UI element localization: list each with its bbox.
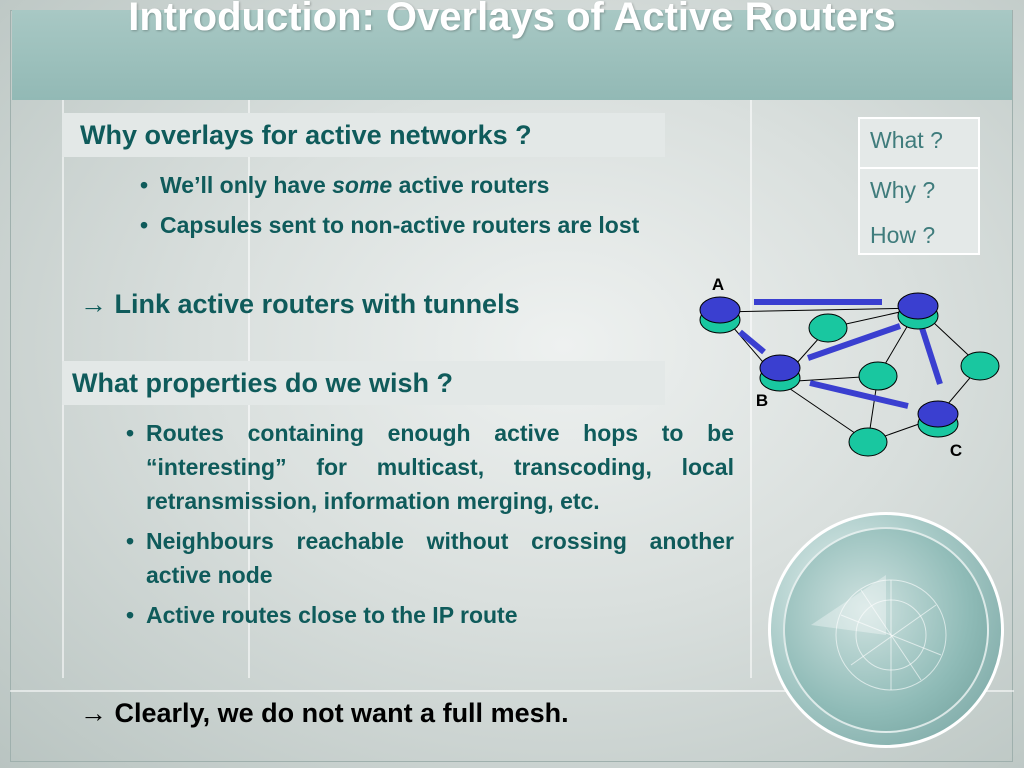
globe-highlight xyxy=(811,575,886,635)
inactive-node xyxy=(858,361,898,391)
section-heading-why-overlays: Why overlays for active networks ? xyxy=(62,113,665,157)
network-diagram: A B C xyxy=(699,275,1000,460)
node-label-c: C xyxy=(950,441,962,460)
node-label-b: B xyxy=(756,391,768,410)
question-what: What ? xyxy=(870,127,943,153)
decorative-line xyxy=(750,100,752,678)
active-nodes xyxy=(699,292,959,438)
inactive-node xyxy=(960,351,1000,381)
arrow-icon: → xyxy=(80,698,107,728)
globe-mesh xyxy=(835,579,947,691)
section-heading-properties: What properties do we wish ? xyxy=(62,361,665,405)
bullet-dot: • xyxy=(126,420,135,446)
bullet-some-active-routers: • We’ll only have some active routers xyxy=(132,168,744,202)
title-band xyxy=(12,10,1012,100)
conclusion-statement: → Clearly, we do not want a full mesh. xyxy=(80,698,569,728)
tunnel-b-top xyxy=(807,323,901,361)
arrow-icon: → xyxy=(80,289,107,319)
tunnels xyxy=(738,299,943,409)
emphasis-some: some xyxy=(332,172,393,198)
globe-mesh-icon xyxy=(811,575,947,691)
question-box: What ? Why ? How ? xyxy=(858,117,980,255)
bullet-dot: • xyxy=(126,602,135,628)
tunnel-top-c xyxy=(919,327,943,385)
inactive-node xyxy=(808,313,848,343)
inactive-node xyxy=(848,427,888,457)
question-how: How ? xyxy=(870,222,936,248)
link xyxy=(779,381,869,443)
globe-network-graphic xyxy=(768,512,1004,748)
active-node-b xyxy=(759,354,801,382)
bullet-routes-active-hops: • Routes containing enough active hops t… xyxy=(118,416,734,518)
bullet-dot: • xyxy=(126,528,135,554)
question-divider xyxy=(860,167,978,169)
bullet-neighbours-reachable: • Neighbours reachable without crossing … xyxy=(118,524,734,592)
active-node-a xyxy=(699,296,741,324)
bullet-capsules-lost: • Capsules sent to non-active routers ar… xyxy=(132,208,744,242)
question-why: Why ? xyxy=(870,177,936,203)
globe-inner xyxy=(783,527,989,733)
inactive-nodes xyxy=(808,313,1000,457)
bullet-routes-close-ip: • Active routes close to the IP route xyxy=(118,598,734,632)
why-overlays-bullets: • We’ll only have some active routers • … xyxy=(132,168,744,242)
tunnel-a-b xyxy=(738,329,766,355)
active-node-c xyxy=(917,400,959,428)
slide-title: Introduction: Overlays of Active Routers xyxy=(128,0,896,39)
arrow-statement-tunnels: → Link active routers with tunnels xyxy=(80,289,520,319)
active-node-top xyxy=(897,292,939,320)
node-label-a: A xyxy=(712,275,724,294)
bullet-dot: • xyxy=(140,172,149,198)
decorative-line xyxy=(10,690,1014,692)
properties-bullets: • Routes containing enough active hops t… xyxy=(118,416,734,632)
tunnel-b-c xyxy=(809,380,909,409)
bullet-dot: • xyxy=(140,212,149,238)
link xyxy=(719,307,919,313)
